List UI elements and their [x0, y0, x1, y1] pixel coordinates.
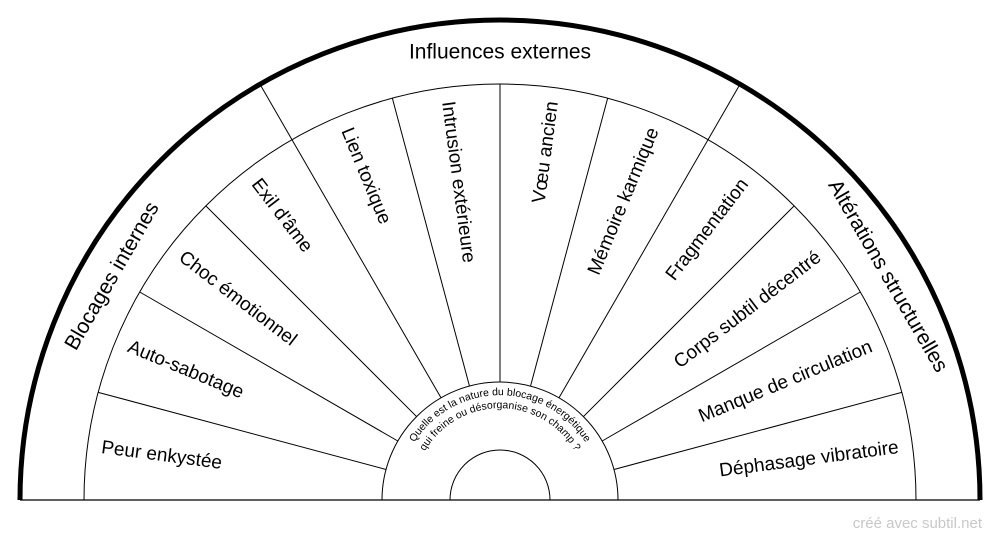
segment-label: Peur enkystée: [100, 437, 223, 474]
category-label: Influences externes: [409, 41, 591, 64]
outer-arc: [17, 17, 983, 501]
question-ring-arc: [381, 381, 619, 501]
segment-label: Exil d'âme: [247, 175, 317, 257]
segment-divider: [391, 98, 470, 387]
category-divider: [707, 84, 741, 140]
segment-label: Auto-sabotage: [125, 336, 247, 403]
segment-divider: [601, 291, 861, 442]
segment-label: Fragmentation: [662, 175, 753, 285]
segment-label: Vœu ancien: [529, 100, 563, 204]
segment-divider: [291, 139, 442, 399]
segment-label: Choc émotionnel: [175, 247, 301, 350]
segment-divider: [530, 98, 609, 387]
category-divider: [259, 84, 293, 140]
segment-divider: [139, 291, 399, 442]
segment-divider: [583, 205, 795, 417]
segment-divider: [205, 205, 417, 417]
segment-divider: [558, 139, 709, 399]
segment-label: Déphasage vibratoire: [718, 437, 900, 481]
segment-label: Corps subtil décentré: [670, 247, 825, 373]
site-credit: créé avec subtil.net: [852, 515, 982, 532]
segment-divider: [98, 391, 387, 470]
segment-label: Intrusion extérieure: [437, 100, 479, 264]
chart-structure: [17, 17, 983, 501]
segment-label: Lien toxique: [336, 125, 395, 228]
segment-label: Mémoire karmique: [584, 125, 664, 278]
segment-label: Manque de circulation: [696, 336, 876, 427]
segment-divider: [613, 391, 902, 470]
inner-arc: [449, 449, 551, 501]
